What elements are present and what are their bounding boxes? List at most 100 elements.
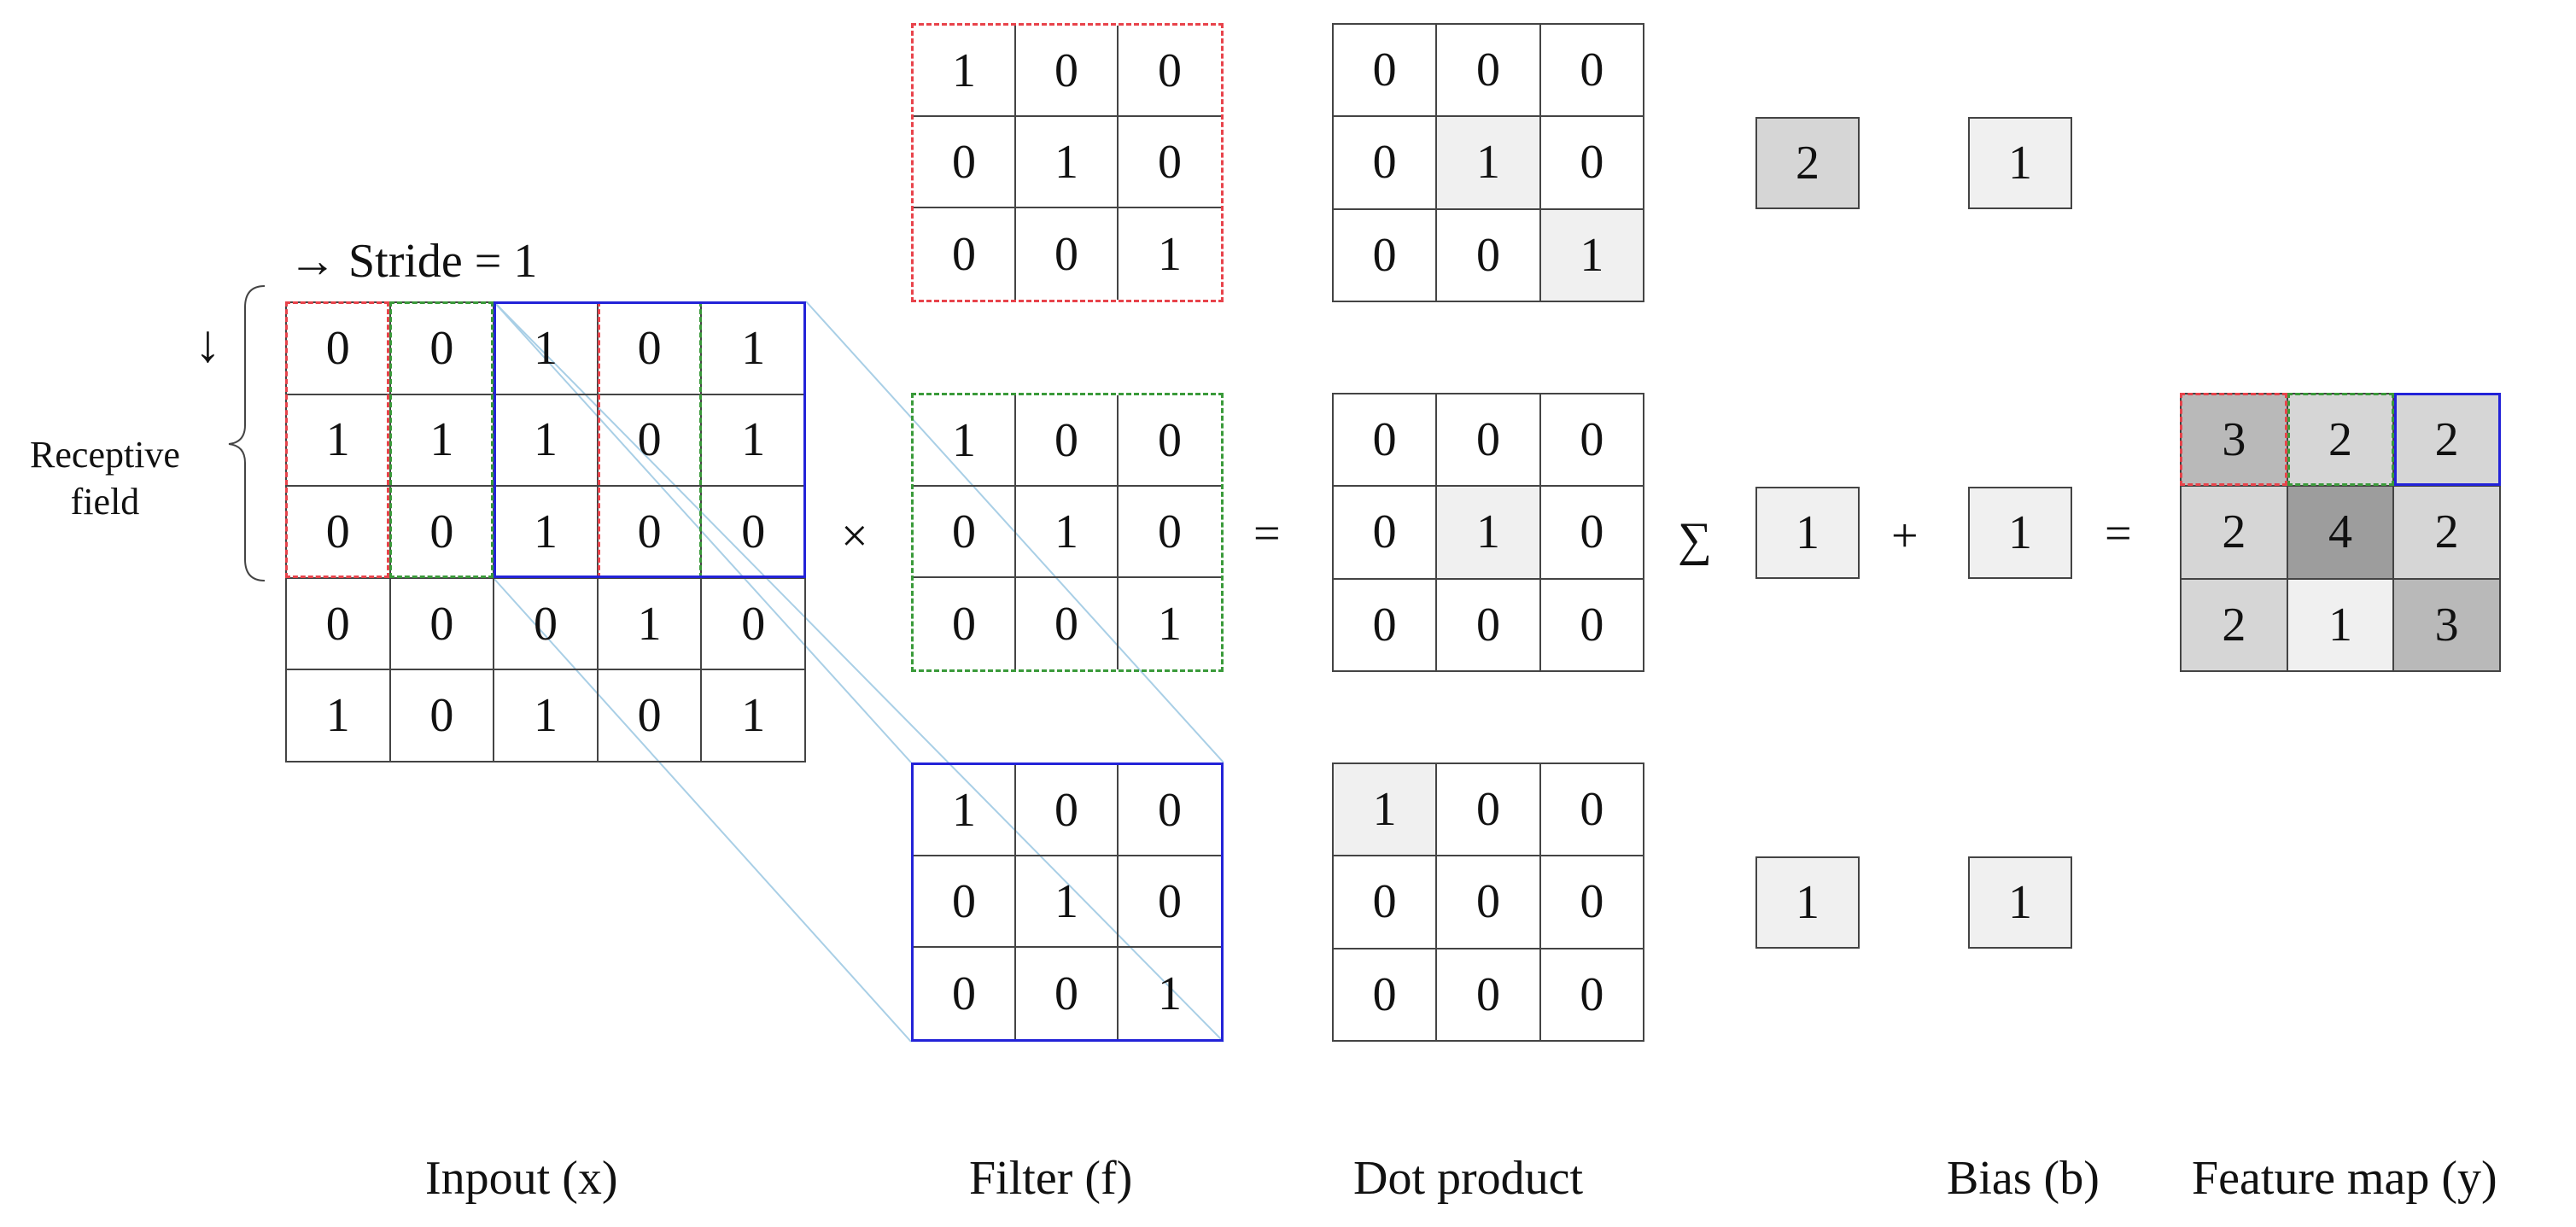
receptive-window-red bbox=[285, 301, 389, 578]
feature-cell-1-1: 4 bbox=[2287, 487, 2395, 580]
receptive-field-label: Receptive field bbox=[7, 431, 203, 525]
feature-cell-2-1: 1 bbox=[2287, 579, 2395, 672]
dot-2-cell-2-1: 0 bbox=[1437, 579, 1541, 672]
filter-2-cell-2-0: 0 bbox=[914, 578, 1016, 669]
equals-operator-2: = bbox=[2105, 507, 2132, 560]
filter-3-cell-1-2: 0 bbox=[1119, 856, 1221, 948]
input-cell-3-2: 0 bbox=[494, 578, 599, 671]
input-cell-3-1: 0 bbox=[390, 578, 495, 671]
filter-2-cell-2-2: 1 bbox=[1158, 597, 1182, 651]
dot-1-cell-1-2: 0 bbox=[1540, 117, 1644, 210]
filter-1-cell-1-0: 0 bbox=[914, 117, 1016, 208]
dot-1-cell-2-2: 1 bbox=[1540, 209, 1644, 302]
filter-1-cell-0-1: 0 bbox=[1016, 26, 1119, 117]
dot-2-cell-0-2: 0 bbox=[1540, 394, 1644, 488]
filter-1-cell-2-0: 0 bbox=[914, 208, 1016, 300]
filter-2-cell-1-0: 0 bbox=[914, 487, 1016, 578]
bias-box-3: 1 bbox=[1968, 856, 2072, 949]
filter-3-cell-2-1: 0 bbox=[1016, 948, 1119, 1039]
input-cell-4-2: 1 bbox=[494, 670, 599, 762]
filter-3-cell-2-2: 1 bbox=[1158, 967, 1182, 1020]
bias-box-2: 1 bbox=[1968, 487, 2072, 579]
sum-box-3: 1 bbox=[1755, 856, 1860, 949]
sum-operator: ∑ bbox=[1678, 513, 1712, 566]
filter-1-cell-0-2: 0 bbox=[1119, 26, 1221, 117]
down-arrow-icon: ↓ bbox=[195, 315, 221, 373]
input-cell-3-3: 1 bbox=[598, 578, 703, 671]
feature-cell-highlight-blue bbox=[2394, 393, 2501, 486]
dot-3-cell-1-2: 0 bbox=[1540, 856, 1644, 949]
dot-3-cell-0-2: 0 bbox=[1540, 764, 1644, 857]
input-label: Inpout (x) bbox=[425, 1152, 618, 1205]
filter-3-cell-0-1: 0 bbox=[1016, 765, 1119, 856]
feature-cell-0-2: 2 bbox=[2394, 394, 2501, 488]
filter-2-cell-0-0: 1 bbox=[914, 395, 1016, 487]
dot-1-cell-2-0: 0 bbox=[1334, 209, 1438, 302]
input-cell-1-2: 1 bbox=[494, 394, 599, 488]
times-operator: × bbox=[841, 510, 868, 563]
plus-operator: + bbox=[1891, 510, 1919, 563]
feature-cell-2-0: 2 bbox=[2182, 579, 2288, 672]
feature-cell-1-2: 2 bbox=[2394, 487, 2501, 580]
dot-1-cell-1-0: 0 bbox=[1334, 117, 1438, 210]
feature-cell-2-2: 3 bbox=[2394, 579, 2501, 672]
filter-2-cell-0-1: 0 bbox=[1016, 395, 1119, 487]
dot-2-cell-1-2: 0 bbox=[1540, 487, 1644, 580]
filter-3-cell-1-1: 1 bbox=[1016, 856, 1119, 948]
input-cell-0-2: 1 bbox=[494, 303, 599, 395]
dot-3-cell-2-2: 0 bbox=[1540, 949, 1644, 1042]
dot-2-cell-1-0: 0 bbox=[1334, 487, 1438, 580]
input-cell-4-0: 1 bbox=[287, 670, 391, 762]
receptive-label-line-1: Receptive bbox=[30, 434, 180, 476]
dot-1-cell-0-1: 0 bbox=[1437, 25, 1541, 118]
feature-cell-highlight-green bbox=[2287, 393, 2394, 486]
filter-1-cell-2-1: 0 bbox=[1016, 208, 1119, 300]
filter-3-cell-1-0: 0 bbox=[914, 856, 1016, 948]
equals-operator-1: = bbox=[1253, 507, 1281, 560]
filter-1-cell-2-2: 1 bbox=[1158, 227, 1182, 281]
sum-box-1: 2 bbox=[1755, 117, 1860, 209]
input-cell-3-4: 0 bbox=[702, 578, 806, 671]
filter-1-cell-1-2: 0 bbox=[1119, 117, 1221, 208]
feature-cell-highlight-red bbox=[2180, 393, 2287, 486]
dot-2-cell-0-1: 0 bbox=[1437, 394, 1541, 488]
receptive-window-overlap bbox=[598, 301, 702, 578]
stride-label: → Stride = 1 bbox=[289, 235, 538, 288]
filter-label: Filter (f) bbox=[969, 1152, 1133, 1205]
dot-2-cell-2-0: 0 bbox=[1334, 579, 1438, 672]
dot-product-label: Dot product bbox=[1353, 1152, 1584, 1205]
sum-box-2: 1 bbox=[1755, 487, 1860, 579]
feature-map-label: Feature map (y) bbox=[2192, 1152, 2497, 1205]
dot-1-cell-0-0: 0 bbox=[1334, 25, 1438, 118]
filter-3-cell-0-0: 1 bbox=[914, 765, 1016, 856]
filter-2-cell-1-2: 0 bbox=[1119, 487, 1221, 578]
filter-2-cell-1-1: 1 bbox=[1016, 487, 1119, 578]
feature-cell-1-0: 2 bbox=[2182, 487, 2288, 580]
dot-3-cell-2-0: 0 bbox=[1334, 949, 1438, 1042]
projection-line-3 bbox=[493, 577, 912, 1043]
dot-1-cell-1-1: 1 bbox=[1437, 117, 1541, 210]
input-cell-4-3: 0 bbox=[598, 670, 703, 762]
dot-2-cell-0-0: 0 bbox=[1334, 394, 1438, 488]
input-cell-3-0: 0 bbox=[287, 578, 391, 671]
feature-cell-0-1: 2 bbox=[2287, 394, 2395, 488]
projection-line-1 bbox=[493, 301, 912, 763]
dot-3-cell-0-1: 0 bbox=[1437, 764, 1541, 857]
feature-cell-0-0: 3 bbox=[2182, 394, 2288, 488]
filter-3-cell-2-0: 0 bbox=[914, 948, 1016, 1039]
dot-1-cell-0-2: 0 bbox=[1540, 25, 1644, 118]
filter-3-cell-0-2: 0 bbox=[1119, 765, 1221, 856]
dot-2-cell-2-2: 0 bbox=[1540, 579, 1644, 672]
dot-3-cell-0-0: 1 bbox=[1334, 764, 1438, 857]
input-cell-4-4: 1 bbox=[702, 670, 806, 762]
filter-1-cell-1-1: 1 bbox=[1016, 117, 1119, 208]
